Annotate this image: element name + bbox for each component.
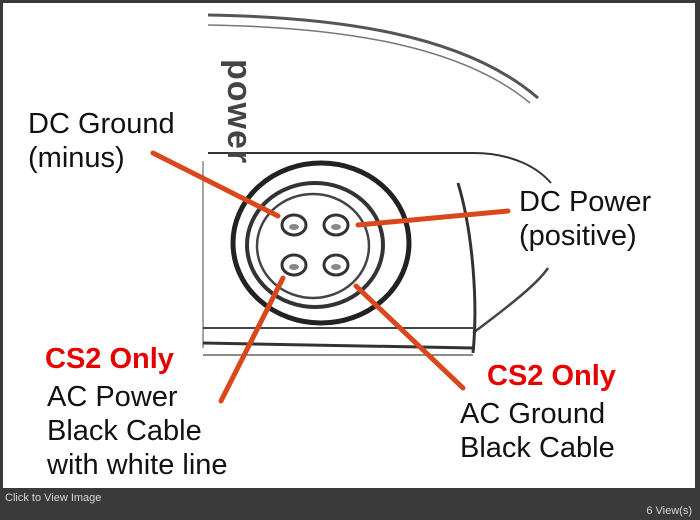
view-count: 6 View(s) bbox=[646, 505, 692, 517]
dc-ground-label: DC Ground (minus) bbox=[28, 108, 175, 174]
viewer-footer: Click to View Image 6 View(s) bbox=[0, 488, 700, 520]
ac-ground-label: AC Ground Black Cable bbox=[460, 398, 615, 464]
housing-label: power bbox=[220, 59, 258, 165]
connector-diagram[interactable]: power DC Ground (minus) DC Power (positi… bbox=[3, 3, 695, 488]
cs2-only-right-label: CS2 Only bbox=[487, 360, 616, 392]
connector-drawing bbox=[150, 13, 552, 404]
ac-power-label: AC Power Black Cable with white line bbox=[47, 381, 228, 481]
dc-power-label: DC Power (positive) bbox=[519, 186, 652, 252]
cs2-only-left-label: CS2 Only bbox=[45, 343, 174, 375]
view-image-link[interactable]: Click to View Image bbox=[5, 492, 102, 504]
leader-lines bbox=[150, 150, 511, 404]
pin-holes bbox=[280, 213, 350, 277]
